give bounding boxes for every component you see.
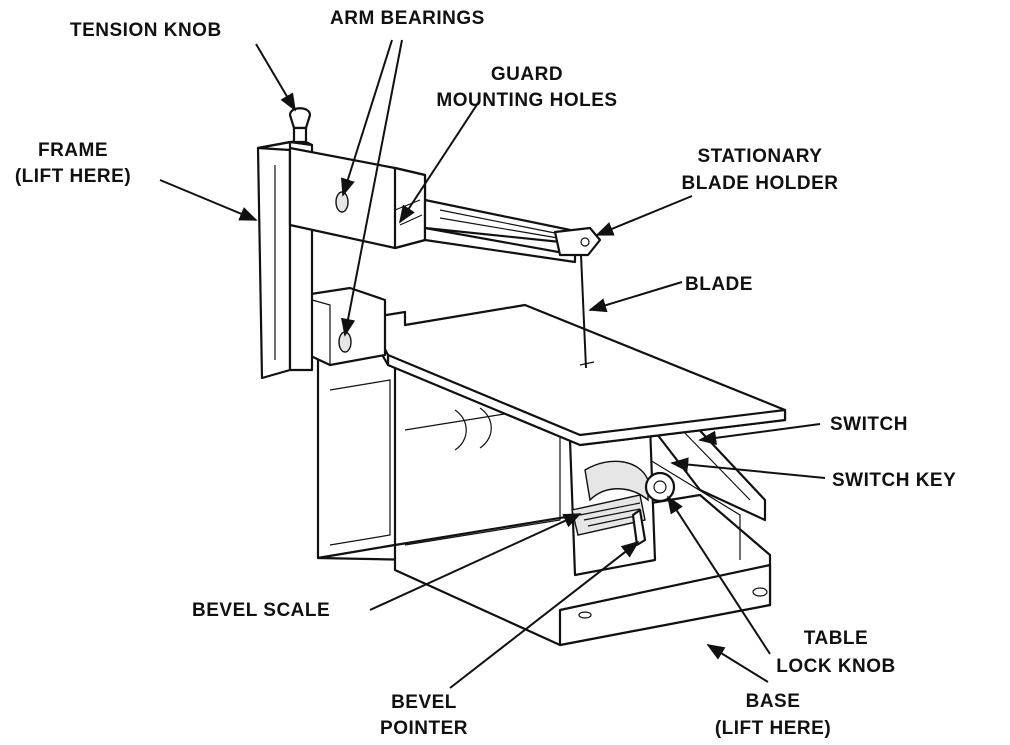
tension-knob xyxy=(288,107,312,144)
leader-blade xyxy=(588,281,683,313)
label-switch-key: SWITCH KEY xyxy=(832,470,956,491)
table-trunnion xyxy=(568,423,657,577)
callout-labels: TENSION KNOB ARM BEARINGS GUARD MOUNTING… xyxy=(15,8,956,739)
leader-arm-bearing-upper xyxy=(341,39,393,197)
leader-bevel-pointer xyxy=(449,540,640,689)
label-table-lock-line2: LOCK KNOB xyxy=(776,656,896,677)
scroll-saw-illustration xyxy=(256,107,787,647)
leader-table-lock-knob xyxy=(667,495,771,655)
leader-base xyxy=(706,644,769,683)
label-switch: SWITCH xyxy=(830,414,908,435)
label-bevel-pointer-line2: POINTER xyxy=(380,718,468,739)
label-frame-line1: FRAME xyxy=(38,140,108,161)
leader-arm-bearing-lower xyxy=(341,39,403,337)
leader-frame xyxy=(159,179,258,221)
label-bevel-pointer-line1: BEVEL xyxy=(391,692,457,713)
label-stationary-line1: STATIONARY xyxy=(698,146,823,167)
table-lock-knob xyxy=(644,471,676,503)
leader-tension-knob xyxy=(255,43,296,112)
saw-table xyxy=(366,303,787,447)
leader-lines xyxy=(159,39,826,689)
label-stationary-line2: BLADE HOLDER xyxy=(682,173,839,194)
label-blade: BLADE xyxy=(685,274,753,295)
saw-blade xyxy=(580,254,587,369)
label-guard-line1: GUARD xyxy=(491,64,563,85)
label-base-line2: (LIFT HERE) xyxy=(715,718,831,739)
leader-switch-key xyxy=(670,457,826,479)
leader-switch xyxy=(698,423,821,445)
upper-arm xyxy=(288,146,427,250)
label-arm-bearings: ARM BEARINGS xyxy=(330,8,485,29)
label-guard-line2: MOUNTING HOLES xyxy=(436,90,617,111)
label-table-lock-line1: TABLE xyxy=(804,628,868,649)
stationary-blade-holder-part xyxy=(553,226,602,257)
label-frame-line2: (LIFT HERE) xyxy=(15,166,131,187)
guard-arm xyxy=(423,198,582,264)
label-base-line1: BASE xyxy=(746,691,801,712)
bevel-pointer xyxy=(631,508,647,547)
label-bevel-scale: BEVEL SCALE xyxy=(192,600,330,621)
leader-guard-mounting-holes xyxy=(399,99,481,224)
leader-stationary-blade-holder xyxy=(595,195,693,236)
label-tension-knob: TENSION KNOB xyxy=(70,20,222,41)
leader-bevel-scale xyxy=(369,513,582,611)
